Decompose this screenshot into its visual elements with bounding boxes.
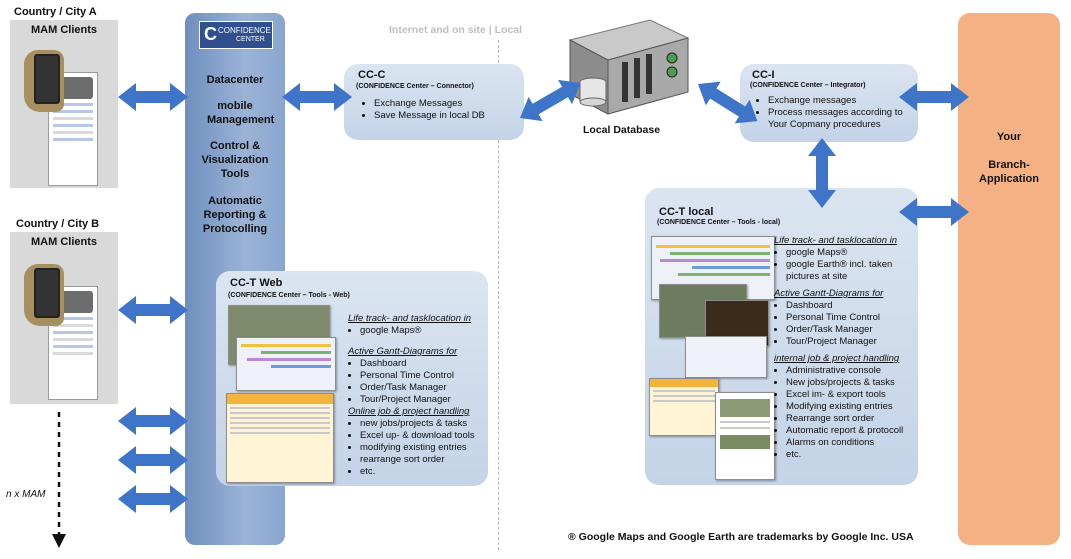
arrow-cci-cctlocal [808, 138, 836, 208]
n-mam-label: n x MAM [6, 489, 46, 500]
cc-i-list: Exchange messages Process messages accor… [756, 95, 918, 131]
confidence-center-logo: C CONFIDENCE CENTER [199, 21, 273, 49]
arrow-db-cci [690, 72, 765, 133]
region-b-clients-label: MAM Clients [31, 236, 97, 248]
cc-t-web-subtitle: (CONFIDENCE Center – Tools - Web) [228, 292, 350, 299]
trademark-note: ® Google Maps and Google Earth are trade… [568, 531, 914, 543]
screenshot-gantt [236, 337, 336, 391]
list-item: Tour/Project Manager [360, 394, 488, 406]
list-item: Excel up- & download tools [360, 430, 488, 442]
list-item: etc. [786, 449, 916, 461]
list-item: Automatic report & protocoll [786, 425, 916, 437]
region-b-panel: MAM Clients [10, 232, 118, 404]
region-b-title: Country / City B [16, 218, 100, 230]
cc-t-local-subtitle: (CONFIDENCE Center – Tools - local) [657, 219, 781, 226]
list-item: Exchange Messages [374, 98, 485, 110]
list-item: Order/Task Manager [360, 382, 488, 394]
cc-i-subtitle: (CONFIDENCE Center – Integrator) [750, 82, 866, 89]
phone-device [34, 54, 60, 104]
arrow-n-mam-head [52, 534, 66, 548]
list-item: Order/Task Manager [786, 324, 916, 336]
list-item: Save Message in local DB [374, 110, 485, 122]
screenshot-table-local [649, 378, 719, 436]
network-label: Internet and on site | Local [389, 24, 523, 36]
list-item: google Earth® incl. taken pictures at si… [786, 259, 916, 283]
list-item: Excel im- & export tools [786, 389, 916, 401]
cc-t-local-title: CC-T local [659, 206, 714, 218]
list-item: modifying existing entries [360, 442, 488, 454]
list-item: Rearrange sort order [786, 413, 916, 425]
section-heading: Active Gantt-Diagrams for [774, 288, 884, 299]
feature-list: Administrative console New jobs/projects… [774, 365, 916, 461]
cc-c-box: CC-C (CONFIDENCE Center – Connector) Exc… [344, 64, 524, 140]
section-heading: Active Gantt-Diagrams for [348, 346, 458, 357]
control-visualization-label: Control & Visualization Tools [201, 140, 269, 180]
list-item: rearrange sort order [360, 454, 488, 466]
network-divider [498, 40, 499, 550]
section-heading: Online job & project handling [348, 406, 470, 417]
list-item: google Maps® [786, 247, 916, 259]
feature-list: Dashboard Personal Time Control Order/Ta… [774, 300, 916, 348]
reporting-protocolling-label: Automatic Reporting & Protocolling [202, 195, 268, 235]
datacenter-label: Datacenter [206, 74, 264, 86]
section-heading: Life track- and tasklocation in [774, 235, 898, 246]
branch-label-application: Application [979, 173, 1039, 185]
feature-list: google Maps® [348, 325, 488, 337]
database-server-icon [568, 19, 690, 115]
arrow-region-b [118, 296, 188, 324]
cc-c-list: Exchange Messages Save Message in local … [362, 98, 485, 122]
region-a-panel: MAM Clients [10, 20, 118, 188]
branch-application-column: Your Branch- Application [958, 13, 1060, 545]
phone-device [34, 268, 60, 318]
arrow-ccc-db [513, 70, 588, 131]
list-item: Alarms on conditions [786, 437, 916, 449]
list-item: Tour/Project Manager [786, 336, 916, 348]
cc-c-subtitle: (CONFIDENCE Center – Connector) [356, 83, 474, 90]
list-item: Modifying existing entries [786, 401, 916, 413]
list-item: Process messages according to Your Copma… [768, 107, 918, 131]
list-item: Personal Time Control [786, 312, 916, 324]
arrow-region-a [118, 83, 188, 111]
feature-list: google Maps® google Earth® incl. taken p… [774, 247, 916, 283]
arrow-mam-3 [118, 485, 188, 513]
list-item: google Maps® [360, 325, 488, 337]
section-heading: Life track- and tasklocation in [348, 313, 472, 324]
list-item: Administrative console [786, 365, 916, 377]
arrow-cci-branch [899, 83, 969, 111]
cc-i-box: CC-I (CONFIDENCE Center – Integrator) Ex… [740, 64, 918, 142]
region-a-title: Country / City A [14, 6, 97, 18]
screenshot-report [715, 392, 775, 480]
cc-t-web-box: CC-T Web (CONFIDENCE Center – Tools - We… [216, 271, 488, 486]
cc-t-local-features: Life track- and tasklocation in google M… [774, 235, 916, 461]
cc-t-local-box: CC-T local (CONFIDENCE Center – Tools - … [645, 188, 918, 485]
section-heading: internal job & project handling [774, 353, 900, 364]
feature-list: Dashboard Personal Time Control Order/Ta… [348, 358, 488, 406]
cc-c-title: CC-C [358, 69, 386, 81]
screenshot-list-local [685, 336, 767, 378]
list-item: Dashboard [786, 300, 916, 312]
arrow-dc-ccc [282, 83, 352, 111]
arrow-mam-1 [118, 407, 188, 435]
list-item: Dashboard [360, 358, 488, 370]
arrow-mam-2 [118, 446, 188, 474]
region-a-clients-label: MAM Clients [31, 24, 97, 36]
list-item: Personal Time Control [360, 370, 488, 382]
cc-i-title: CC-I [752, 69, 775, 81]
list-item: new jobs/projects & tasks [360, 418, 488, 430]
branch-label-branch: Branch- [988, 159, 1030, 171]
mobile-management-label: mobile Management [207, 100, 275, 126]
cc-t-web-features: Life track- and tasklocation in google M… [348, 313, 488, 478]
local-database-label: Local Database [583, 124, 661, 136]
list-item: etc. [360, 466, 488, 478]
list-item: Exchange messages [768, 95, 918, 107]
cc-t-web-title: CC-T Web [230, 277, 283, 289]
list-item: New jobs/projects & tasks [786, 377, 916, 389]
arrow-cctlocal-branch [899, 198, 969, 226]
feature-list: new jobs/projects & tasks Excel up- & do… [348, 418, 488, 478]
screenshot-table [226, 393, 334, 483]
branch-label-your: Your [996, 131, 1022, 143]
